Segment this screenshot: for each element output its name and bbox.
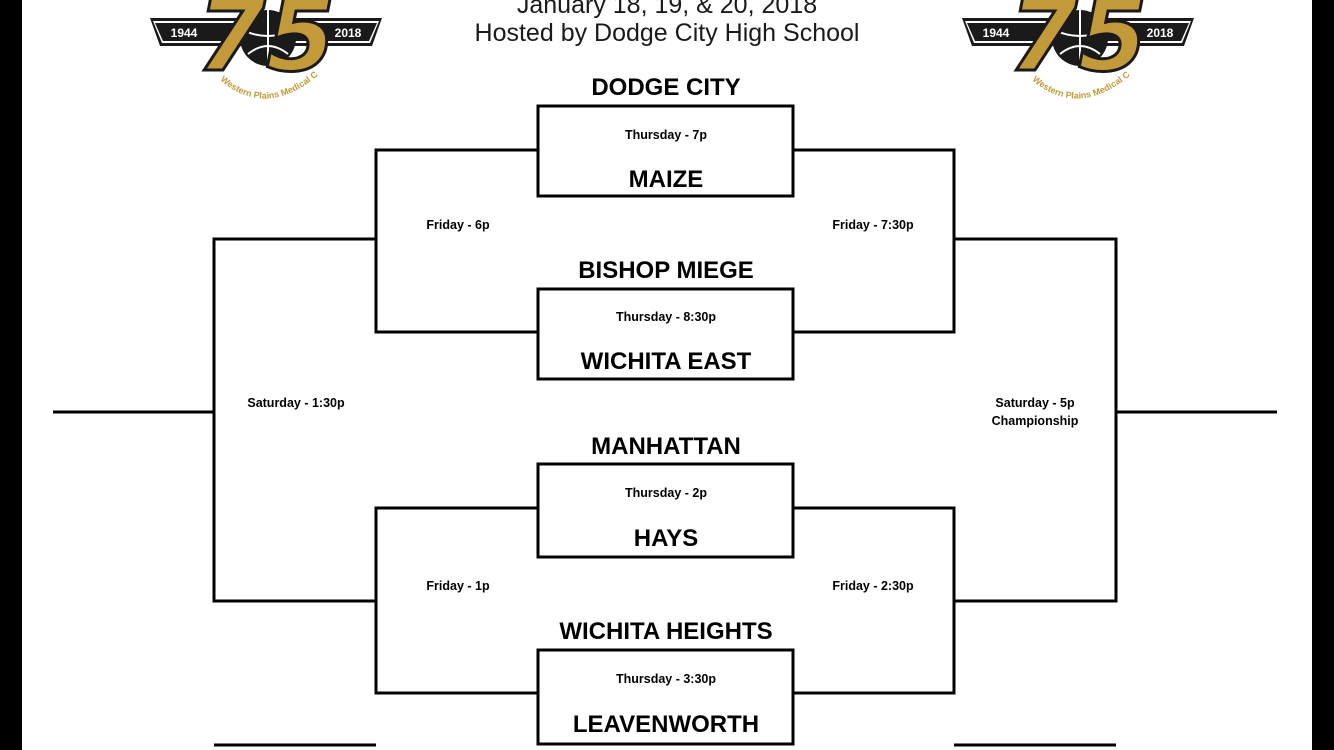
logo-number: 75	[1008, 0, 1147, 94]
logo-year-end: 2018	[335, 26, 362, 40]
game-time-saturday-5p: Saturday - 5p	[995, 396, 1075, 410]
left-edge-bar	[0, 0, 22, 750]
logo-year-end: 2018	[1147, 26, 1174, 40]
game-time-thursday-7p: Thursday - 7p	[625, 128, 707, 142]
team-maize: MAIZE	[628, 166, 704, 193]
team-wichita-east: WICHITA EAST	[580, 348, 752, 375]
team-manhattan: MANHATTAN	[591, 433, 741, 460]
team-hays: HAYS	[633, 525, 699, 552]
game-time-friday-6p: Friday - 6p	[426, 218, 490, 232]
logo-number: 75	[196, 0, 335, 94]
game-time-thursday-2p: Thursday - 2p	[625, 486, 707, 500]
team-leavenworth: LEAVENWORTH	[572, 711, 760, 738]
team-dodge-city: DODGE CITY	[591, 74, 741, 101]
game-time-thursday-330p: Thursday - 3:30p	[615, 672, 717, 686]
game-time-saturday-130p: Saturday - 1:30p	[247, 396, 345, 410]
tournament-dates: January 18, 19, & 20, 2018	[516, 0, 818, 19]
logo-year-start: 1944	[983, 26, 1010, 40]
team-wichita-heights: WICHITA HEIGHTS	[559, 618, 773, 645]
game-time-thursday-830p: Thursday - 8:30p	[615, 310, 717, 324]
logo-year-start: 1944	[171, 26, 198, 40]
game-time-friday-1p: Friday - 1p	[426, 579, 490, 593]
championship-label: Championship	[991, 414, 1079, 428]
team-bishop-miege: BISHOP MIEGE	[578, 257, 754, 284]
tournament-logo-left: 1944 2018 75 Western Plains Medical Comp…	[150, 0, 382, 101]
game-time-friday-730p: Friday - 7:30p	[832, 218, 914, 232]
tournament-logo-right: 1944 2018 75 Western Plains Medical Comp…	[962, 0, 1194, 101]
right-edge-bar	[1312, 0, 1334, 750]
game-time-friday-230p: Friday - 2:30p	[832, 579, 914, 593]
tournament-host: Hosted by Dodge City High School	[474, 19, 860, 47]
